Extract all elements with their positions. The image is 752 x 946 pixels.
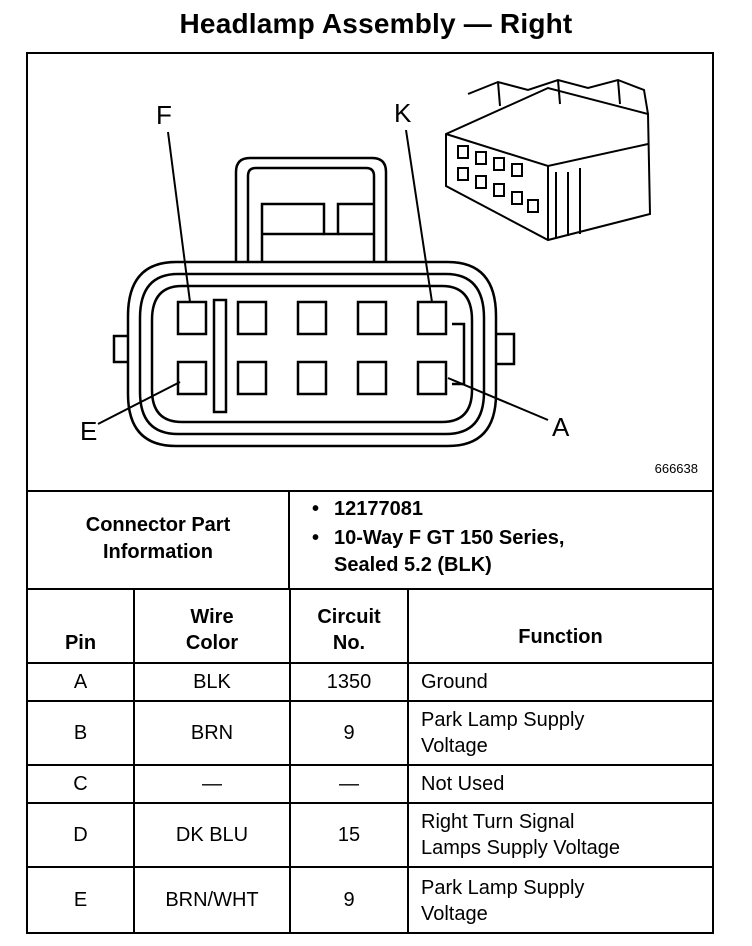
table-row: B BRN 9 Park Lamp Supply Voltage [28,700,712,766]
cell-wire-color: BRN/WHT [133,866,291,933]
terminal-cavities [176,300,448,396]
connector-3d-view [445,78,652,242]
cell-pin: E [28,866,135,933]
cell-pin: D [28,802,135,868]
cell-pin: B [28,700,135,766]
pin-leader-lines [97,129,549,425]
cell-circuit: 9 [289,700,409,766]
connector-face-drawing [97,78,652,448]
cell-function: Park Lamp Supply Voltage [407,700,712,766]
page-title: Headlamp Assembly — Right [179,8,573,39]
connector-series: 10-Way F GT 150 Series, Sealed 5.2 (BLK) [292,525,712,579]
connector-part-number: 12177081 [292,496,712,523]
cell-wire-color: — [133,764,291,804]
pin-label-bottom-left: E [80,416,98,446]
header-wire-color: Wire Color [133,588,291,664]
connector-diagram: F K E A 666638 [28,54,712,492]
connector-part-info-list: 12177081 10-Way F GT 150 Series, Sealed … [292,494,712,579]
table-row: D DK BLU 15 Right Turn Signal Lamps Supp… [28,802,712,868]
cell-function: Park Lamp Supply Voltage [407,866,712,933]
cell-circuit: 1350 [289,662,409,702]
cell-function: Right Turn Signal Lamps Supply Voltage [407,802,712,868]
cell-wire-color: BLK [133,662,291,702]
cell-circuit: — [289,764,409,804]
cell-function: Not Used [407,764,712,804]
pin-table: Pin Wire Color Circuit No. Function A BL… [28,588,712,933]
cell-function: Ground [407,662,712,702]
pin-label-top-right: K [394,98,412,128]
cell-wire-color: BRN [133,700,291,766]
pin-label-top-left: F [156,100,172,130]
connector-sheet: F K E A 666638 Connector Part Informatio… [26,52,714,934]
table-row: A BLK 1350 Ground [28,662,712,702]
cell-wire-color: DK BLU [133,802,291,868]
header-function: Function [407,588,712,664]
pin-table-header: Pin Wire Color Circuit No. Function [28,588,712,664]
figure-id: 666638 [654,461,698,476]
table-row: C — — Not Used [28,764,712,804]
connector-part-info: Connector Part Information 12177081 10-W… [28,490,712,590]
header-circuit-no: Circuit No. [289,588,409,664]
cell-pin: A [28,662,135,702]
cell-circuit: 15 [289,802,409,868]
connector-part-info-label: Connector Part Information [28,490,290,588]
pin-label-bottom-right: A [552,412,570,442]
table-row: E BRN/WHT 9 Park Lamp Supply Voltage [28,866,712,933]
header-pin: Pin [28,588,135,664]
cell-pin: C [28,764,135,804]
connector-body [112,156,516,448]
cell-circuit: 9 [289,866,409,933]
